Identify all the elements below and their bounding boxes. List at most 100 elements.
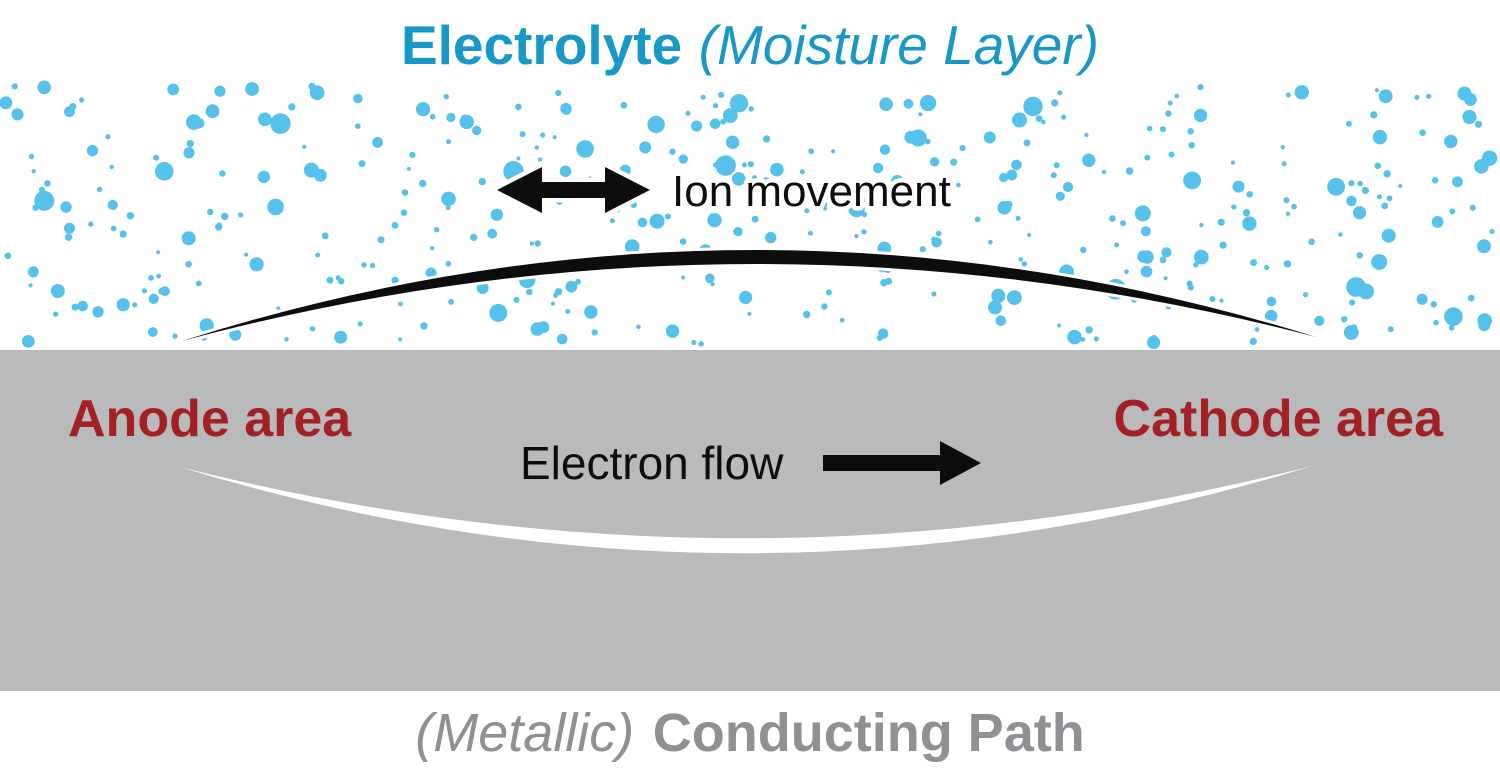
- moisture-droplet: [357, 321, 363, 327]
- moisture-droplet: [1426, 93, 1432, 99]
- moisture-droplet: [691, 339, 697, 346]
- moisture-droplet: [219, 170, 226, 177]
- moisture-droplet: [1080, 337, 1086, 342]
- metallic-caption-part: (Metallic): [415, 703, 634, 763]
- moisture-droplet: [718, 91, 725, 98]
- moisture-droplet: [700, 94, 706, 100]
- moisture-droplet: [1114, 242, 1120, 248]
- moisture-droplet: [1433, 319, 1439, 326]
- moisture-droplet: [110, 225, 117, 232]
- moisture-droplet: [1023, 96, 1043, 117]
- moisture-droplet: [1021, 261, 1027, 267]
- moisture-droplet: [249, 257, 264, 272]
- moisture-droplet: [1464, 93, 1477, 106]
- moisture-droplet: [1294, 85, 1310, 100]
- moisture-droplet: [931, 291, 937, 297]
- moisture-droplet: [762, 135, 771, 143]
- moisture-droplet: [772, 187, 778, 193]
- moisture-droplet: [1431, 216, 1444, 228]
- moisture-droplet: [1341, 316, 1348, 323]
- moisture-droplet: [804, 208, 810, 214]
- moisture-droplet: [799, 169, 806, 175]
- moisture-droplet: [79, 97, 85, 103]
- moisture-droplet: [28, 283, 33, 288]
- moisture-droplet: [1467, 294, 1475, 302]
- moisture-droplet: [1007, 290, 1022, 305]
- moisture-droplet: [1432, 177, 1439, 184]
- moisture-droplet: [441, 191, 456, 207]
- moisture-droplet: [1193, 108, 1208, 123]
- moisture-droplet: [1327, 177, 1345, 196]
- moisture-droplet: [216, 222, 223, 229]
- moisture-droplet: [1291, 203, 1297, 210]
- moisture-droplet: [679, 238, 687, 245]
- moisture-droplet: [88, 221, 94, 227]
- moisture-droplet: [1197, 84, 1204, 91]
- moisture-droplet: [752, 175, 757, 181]
- moisture-droplet: [315, 252, 321, 258]
- moisture-droplet: [1378, 89, 1393, 104]
- moisture-droplet: [647, 115, 665, 134]
- moisture-droplet: [172, 333, 178, 339]
- moisture-droplet: [416, 102, 431, 117]
- moisture-droplet: [398, 301, 403, 307]
- moisture-droplet: [1283, 197, 1290, 204]
- moisture-droplet: [1242, 209, 1251, 217]
- ion-movement-label: Ion movement: [672, 167, 951, 216]
- moisture-droplet: [584, 305, 598, 319]
- moisture-droplet: [141, 288, 147, 294]
- moisture-droplet: [707, 213, 722, 228]
- moisture-droplet: [156, 273, 162, 279]
- moisture-droplet: [258, 112, 272, 127]
- moisture-droplet: [1283, 260, 1292, 268]
- moisture-droplet: [534, 145, 539, 150]
- moisture-droplet: [747, 311, 752, 316]
- moisture-droplet: [988, 239, 993, 245]
- moisture-droplet: [158, 287, 166, 295]
- moisture-droplet: [476, 282, 489, 294]
- moisture-droplet: [765, 231, 777, 244]
- moisture-droplet: [1055, 191, 1065, 201]
- moisture-droplet: [355, 123, 361, 129]
- moisture-droplet: [1383, 170, 1391, 178]
- moisture-droplet: [96, 186, 103, 193]
- moisture-droplet: [1067, 329, 1082, 345]
- moisture-droplet: [109, 164, 114, 170]
- moisture-droplet: [1188, 142, 1195, 149]
- moisture-droplet: [1350, 324, 1358, 331]
- moisture-droplet: [1377, 194, 1382, 200]
- moisture-droplet: [751, 215, 759, 223]
- moisture-droplet: [565, 308, 571, 314]
- moisture-droplet: [211, 109, 218, 116]
- moisture-droplet: [534, 240, 541, 247]
- moisture-droplet: [0, 96, 13, 110]
- moisture-droplet: [1448, 325, 1455, 331]
- moisture-droplet: [430, 246, 435, 251]
- moisture-droplet: [167, 83, 180, 96]
- moisture-droplet: [1430, 301, 1438, 308]
- moisture-droplet: [1266, 296, 1277, 307]
- moisture-droplet: [739, 290, 753, 304]
- moisture-droplet: [1144, 154, 1151, 161]
- moisture-droplet: [891, 174, 904, 188]
- moisture-droplet: [1449, 208, 1456, 215]
- moisture-droplet: [1281, 161, 1287, 167]
- moisture-droplet: [369, 262, 376, 269]
- moisture-droplet: [929, 157, 940, 167]
- moisture-droplet: [28, 153, 35, 160]
- moisture-droplet: [338, 278, 345, 285]
- moisture-droplet: [433, 227, 440, 233]
- moisture-droplet: [1478, 319, 1491, 332]
- moisture-droplet: [665, 324, 680, 338]
- moisture-droplet: [1356, 252, 1364, 259]
- moisture-droplet: [620, 101, 628, 109]
- moisture-droplet: [861, 211, 868, 218]
- moisture-droplet: [1124, 269, 1129, 275]
- moisture-droplet: [126, 212, 135, 220]
- moisture-droplet: [445, 205, 451, 211]
- moisture-droplet: [988, 300, 1002, 315]
- moisture-droplet: [1462, 109, 1477, 125]
- moisture-droplet: [519, 131, 526, 138]
- moisture-droplet: [1280, 144, 1286, 150]
- moisture-droplet: [284, 337, 289, 342]
